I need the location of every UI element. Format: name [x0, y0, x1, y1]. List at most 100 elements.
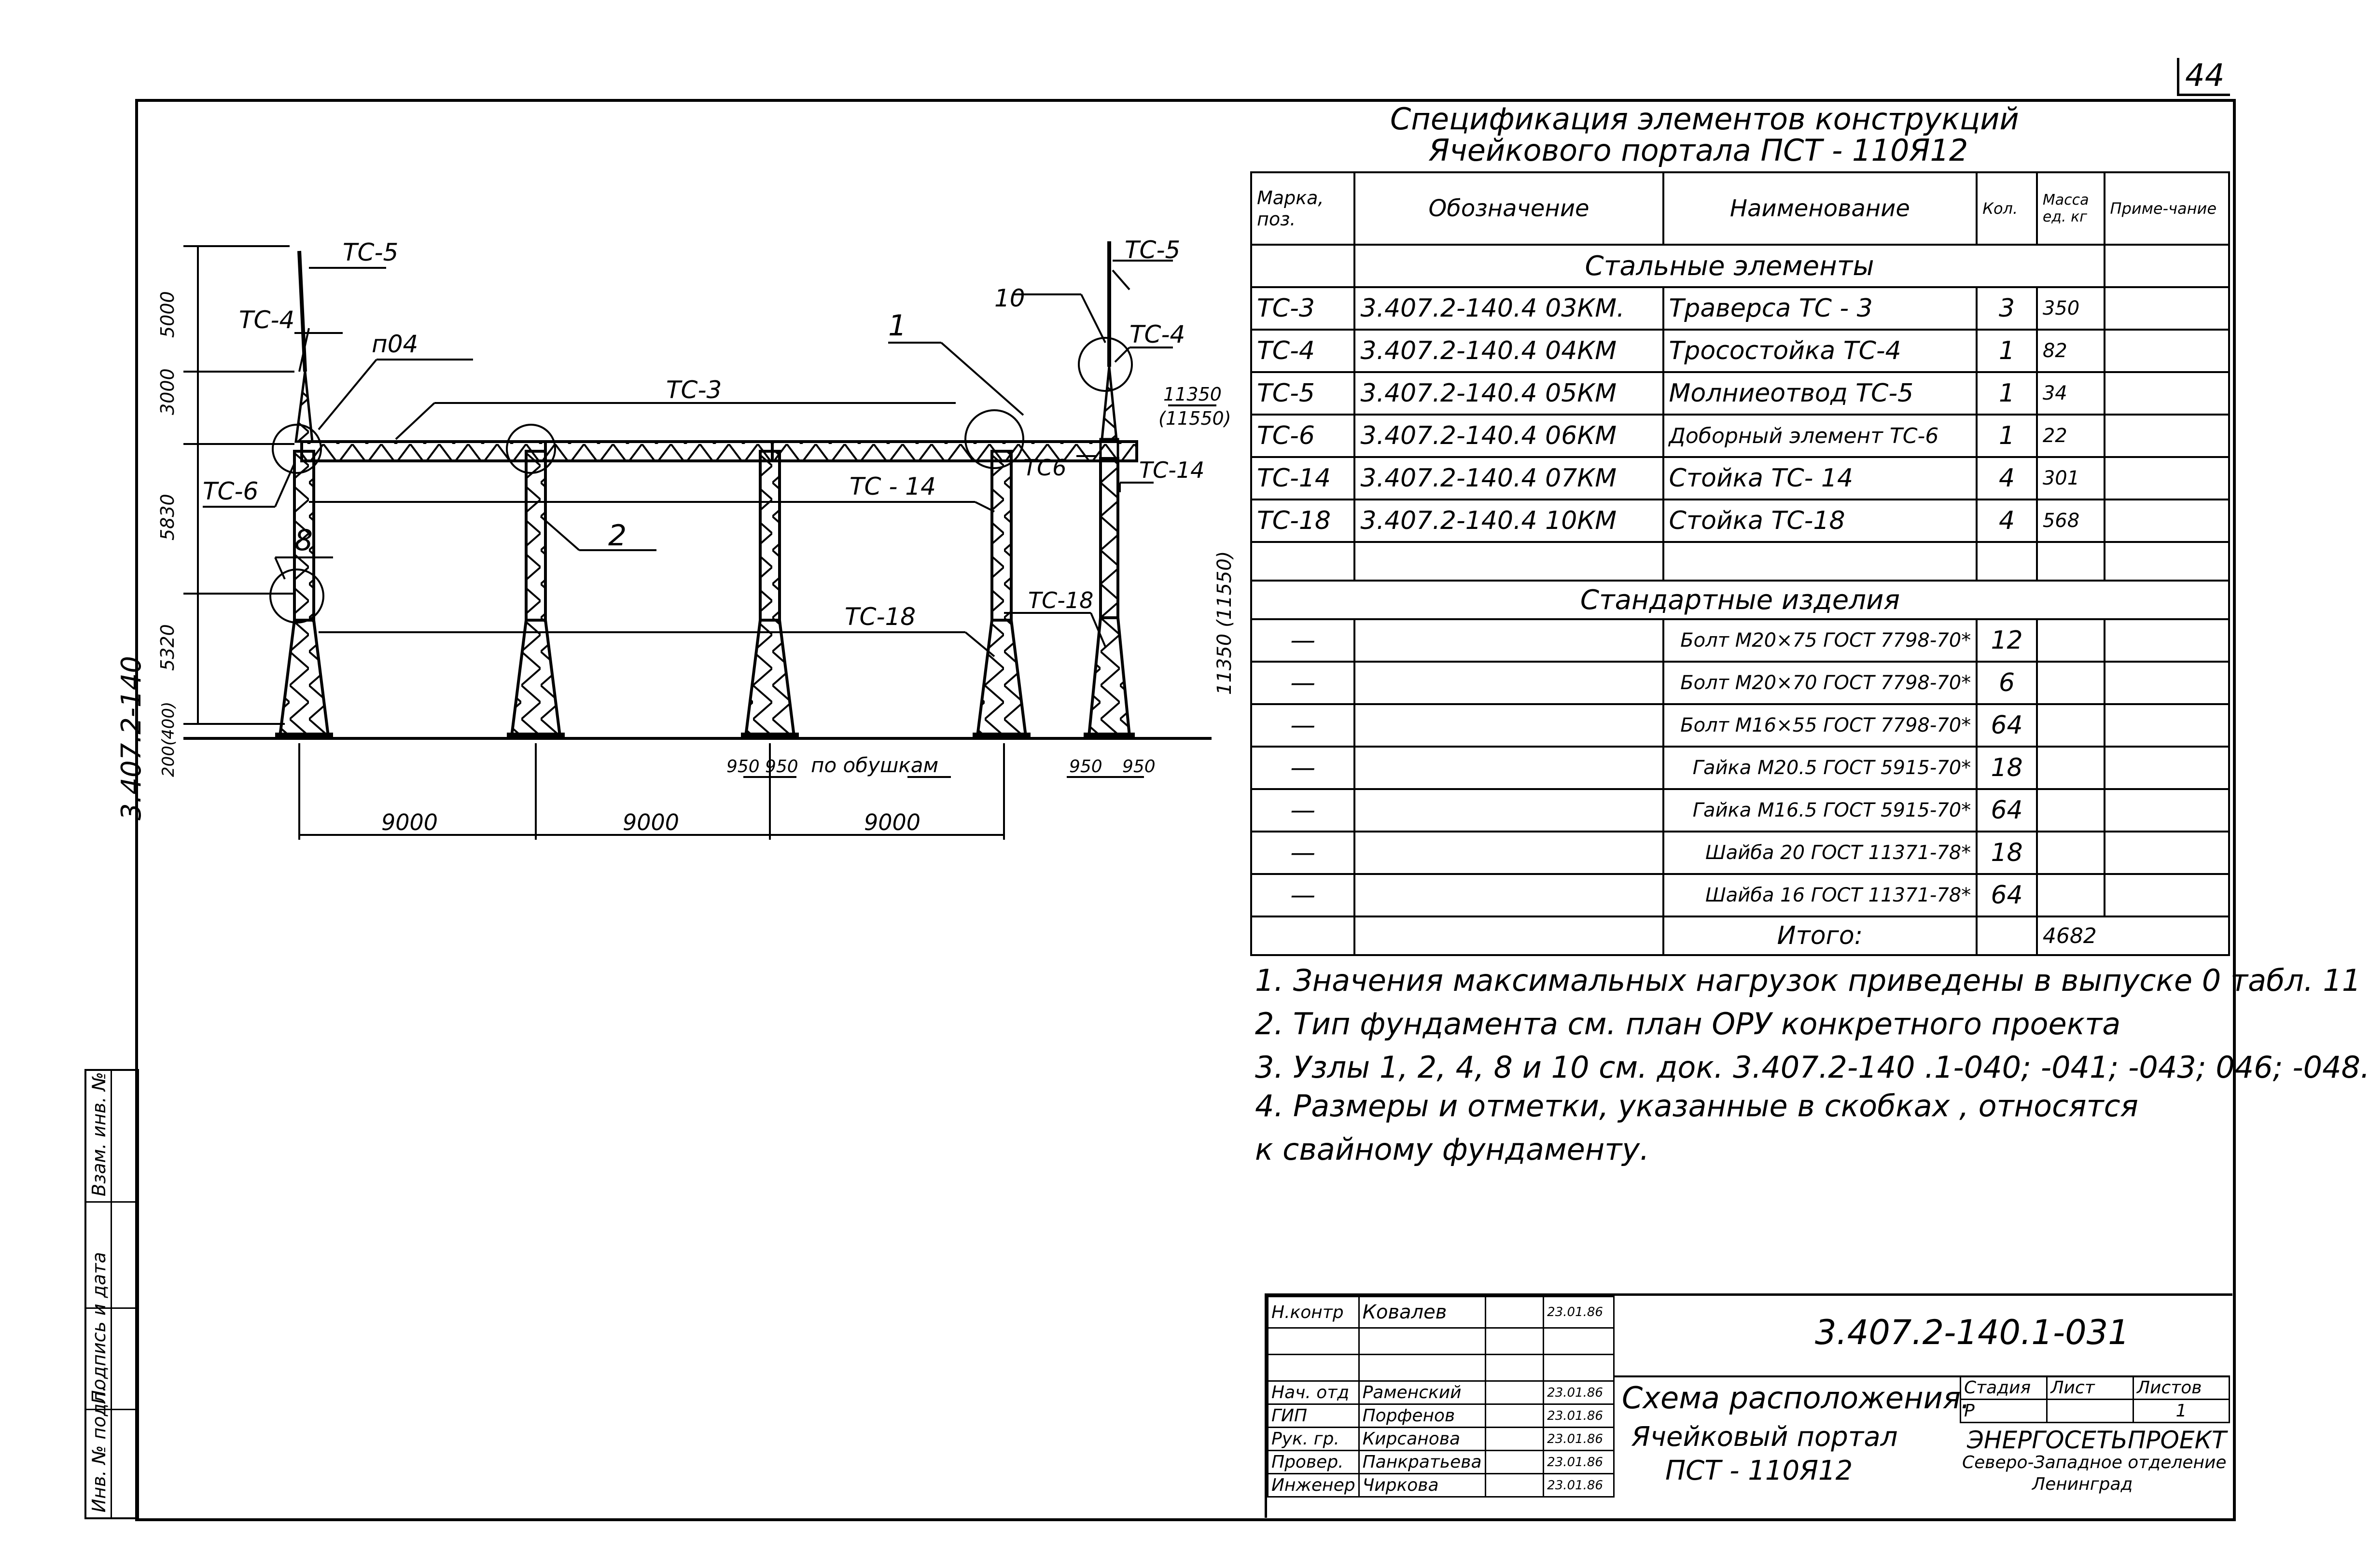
dim-950d: 950 [1122, 757, 1156, 777]
label-tc6-right: ТС6 [1023, 455, 1066, 481]
note-5: к свайному фундаменту. [1255, 1132, 1649, 1167]
org-city: Ленинград [2032, 1474, 2133, 1494]
label-tc14-mid: ТС - 14 [850, 472, 936, 500]
label-elev-side: 11350 (11550) [1213, 551, 1236, 695]
org-branch: Северо-Западное отделение [1962, 1453, 2227, 1472]
signature-mark [1484, 1473, 1545, 1498]
signature-mark [1484, 1450, 1545, 1474]
signature-mark [1484, 1296, 1545, 1329]
label-tc5-left: ТС-5 [343, 238, 398, 266]
dim-span3: 9000 [864, 809, 920, 835]
section-steel: Стальные элементы [1353, 244, 2105, 288]
section-standard: Стандартные изделия [1250, 580, 2230, 620]
node-circle-10 [1078, 337, 1133, 392]
dim-span2: 9000 [623, 809, 679, 835]
column-2 [507, 450, 565, 739]
label-tc3: ТС-3 [666, 376, 722, 404]
spec-header-row: Марка, поз. Обозначение Наименование Кол… [1250, 171, 2231, 246]
span-dimensions [298, 743, 1144, 840]
spec-title-line1: Спецификация элементов конструкций [1390, 101, 2019, 137]
left-dimensions [183, 245, 294, 725]
label-tc18-mid: ТС-18 [845, 603, 916, 631]
side-stamp: Взам. инв. № Подпись и дата Инв. № подл. [84, 1069, 139, 1519]
col-header-note: Приме-чание [2103, 171, 2231, 246]
total-label: Итого: [1662, 916, 1978, 956]
col-header-designation: Обозначение [1353, 171, 1664, 246]
dim-950b: 950 [765, 757, 798, 777]
label-tc4-left: ТС-4 [239, 306, 294, 334]
stamp-title-line1: Схема расположения. [1622, 1380, 1970, 1415]
dim-5830: 5830 [157, 494, 178, 541]
col-header-mass: Масса ед. кг [2035, 171, 2105, 246]
column-4 [973, 450, 1031, 739]
dim-5320: 5320 [157, 624, 178, 671]
side-view-column [1084, 241, 1135, 739]
dim-950c: 950 [1069, 757, 1102, 777]
sheet-number: 44 [2177, 58, 2231, 96]
column-3 [741, 450, 799, 739]
table-row: — Болт М16×55 ГОСТ 7798-70* 64 [1250, 703, 2231, 748]
col-header-name: Наименование [1662, 171, 1978, 246]
org-name: ЭНЕРГОСЕТЬПРОЕКТ [1967, 1426, 2227, 1454]
table-row: — Болт М20×70 ГОСТ 7798-70* 6 [1250, 661, 2231, 705]
col-header-mark: Марка, поз. [1250, 171, 1356, 246]
stamp-title-line2: Ячейковый портал [1631, 1421, 1898, 1453]
label-elev-top: 11350 [1163, 384, 1222, 405]
node-circle-4 [272, 424, 322, 474]
note-4: 4. Размеры и отметки, указанные в скобка… [1255, 1088, 2138, 1124]
side-stamp-vzam: Взам. инв. № [88, 1071, 110, 1196]
label-tc5-right: ТС-5 [1125, 236, 1180, 264]
signature-mark [1484, 1427, 1545, 1451]
total-value: 4682 [2035, 916, 2231, 956]
dim-by-axes: по обушкам [811, 753, 938, 777]
table-row: — Шайба 16 ГОСТ 11371-78* 64 [1250, 873, 2231, 917]
signature-mark [1484, 1380, 1545, 1405]
side-stamp-inv: Инв. № подл. [88, 1386, 110, 1512]
label-tc4-right: ТС-4 [1129, 320, 1185, 348]
label-node8: 8 [294, 524, 313, 557]
note-3: 3. Узлы 1, 2, 4, 8 и 10 см. док. 3.407.2… [1255, 1050, 2370, 1085]
table-row: — Болт М20×75 ГОСТ 7798-70* 12 [1250, 618, 2231, 663]
total-row: Итого: 4682 [1250, 916, 2231, 956]
dim-5000: 5000 [157, 291, 178, 338]
node-circle-1 [964, 409, 1024, 469]
stamp-title-line3: ПСТ - 110Я12 [1665, 1455, 1853, 1486]
dim-950a: 950 [726, 757, 760, 777]
dim-200: 200(400) [159, 702, 178, 777]
dim-span1: 9000 [381, 809, 438, 835]
spec-title-line2: Ячейкового портала ПСТ - 110Я12 [1429, 133, 1968, 168]
table-row: Провер.Панкратьева 23.01.86 [1267, 1450, 1615, 1474]
label-node10: 10 [994, 284, 1025, 312]
label-p04: п04 [372, 330, 418, 358]
table-row: — Шайба 20 ГОСТ 11371-78* 18 [1250, 831, 2231, 875]
label-node2: 2 [608, 519, 627, 553]
node-circle-2 [506, 424, 556, 474]
specification-table: Марка, поз. Обозначение Наименование Кол… [1250, 171, 2231, 956]
note-2: 2. Тип фундамента см. план ОРУ конкретно… [1255, 1006, 2121, 1041]
table-row: Рук. гр.Кирсанова 23.01.86 [1267, 1427, 1615, 1451]
table-row: — Гайка М20.5 ГОСТ 5915-70* 18 [1250, 746, 2231, 790]
node-circle-8 [269, 569, 324, 624]
label-node1: 1 [888, 309, 906, 343]
signature-mark [1484, 1403, 1545, 1428]
label-tc6-left: ТС-6 [203, 477, 258, 505]
portal-elevation-drawing: ТС-5 ТС-4 п04 ТС-3 1 ТС-6 2 ТС - 14 8 ТС… [157, 236, 1236, 840]
dim-3000: 3000 [157, 368, 178, 415]
label-tc14-right: ТС-14 [1139, 457, 1204, 483]
note-1: 1. Значения максимальных нагрузок привед… [1255, 963, 2361, 998]
drawing-code: 3.407.2-140.1-031 [1815, 1313, 2130, 1352]
drawing-frame [135, 99, 2236, 1521]
table-row: — Гайка М16.5 ГОСТ 5915-70* 64 [1250, 788, 2231, 833]
